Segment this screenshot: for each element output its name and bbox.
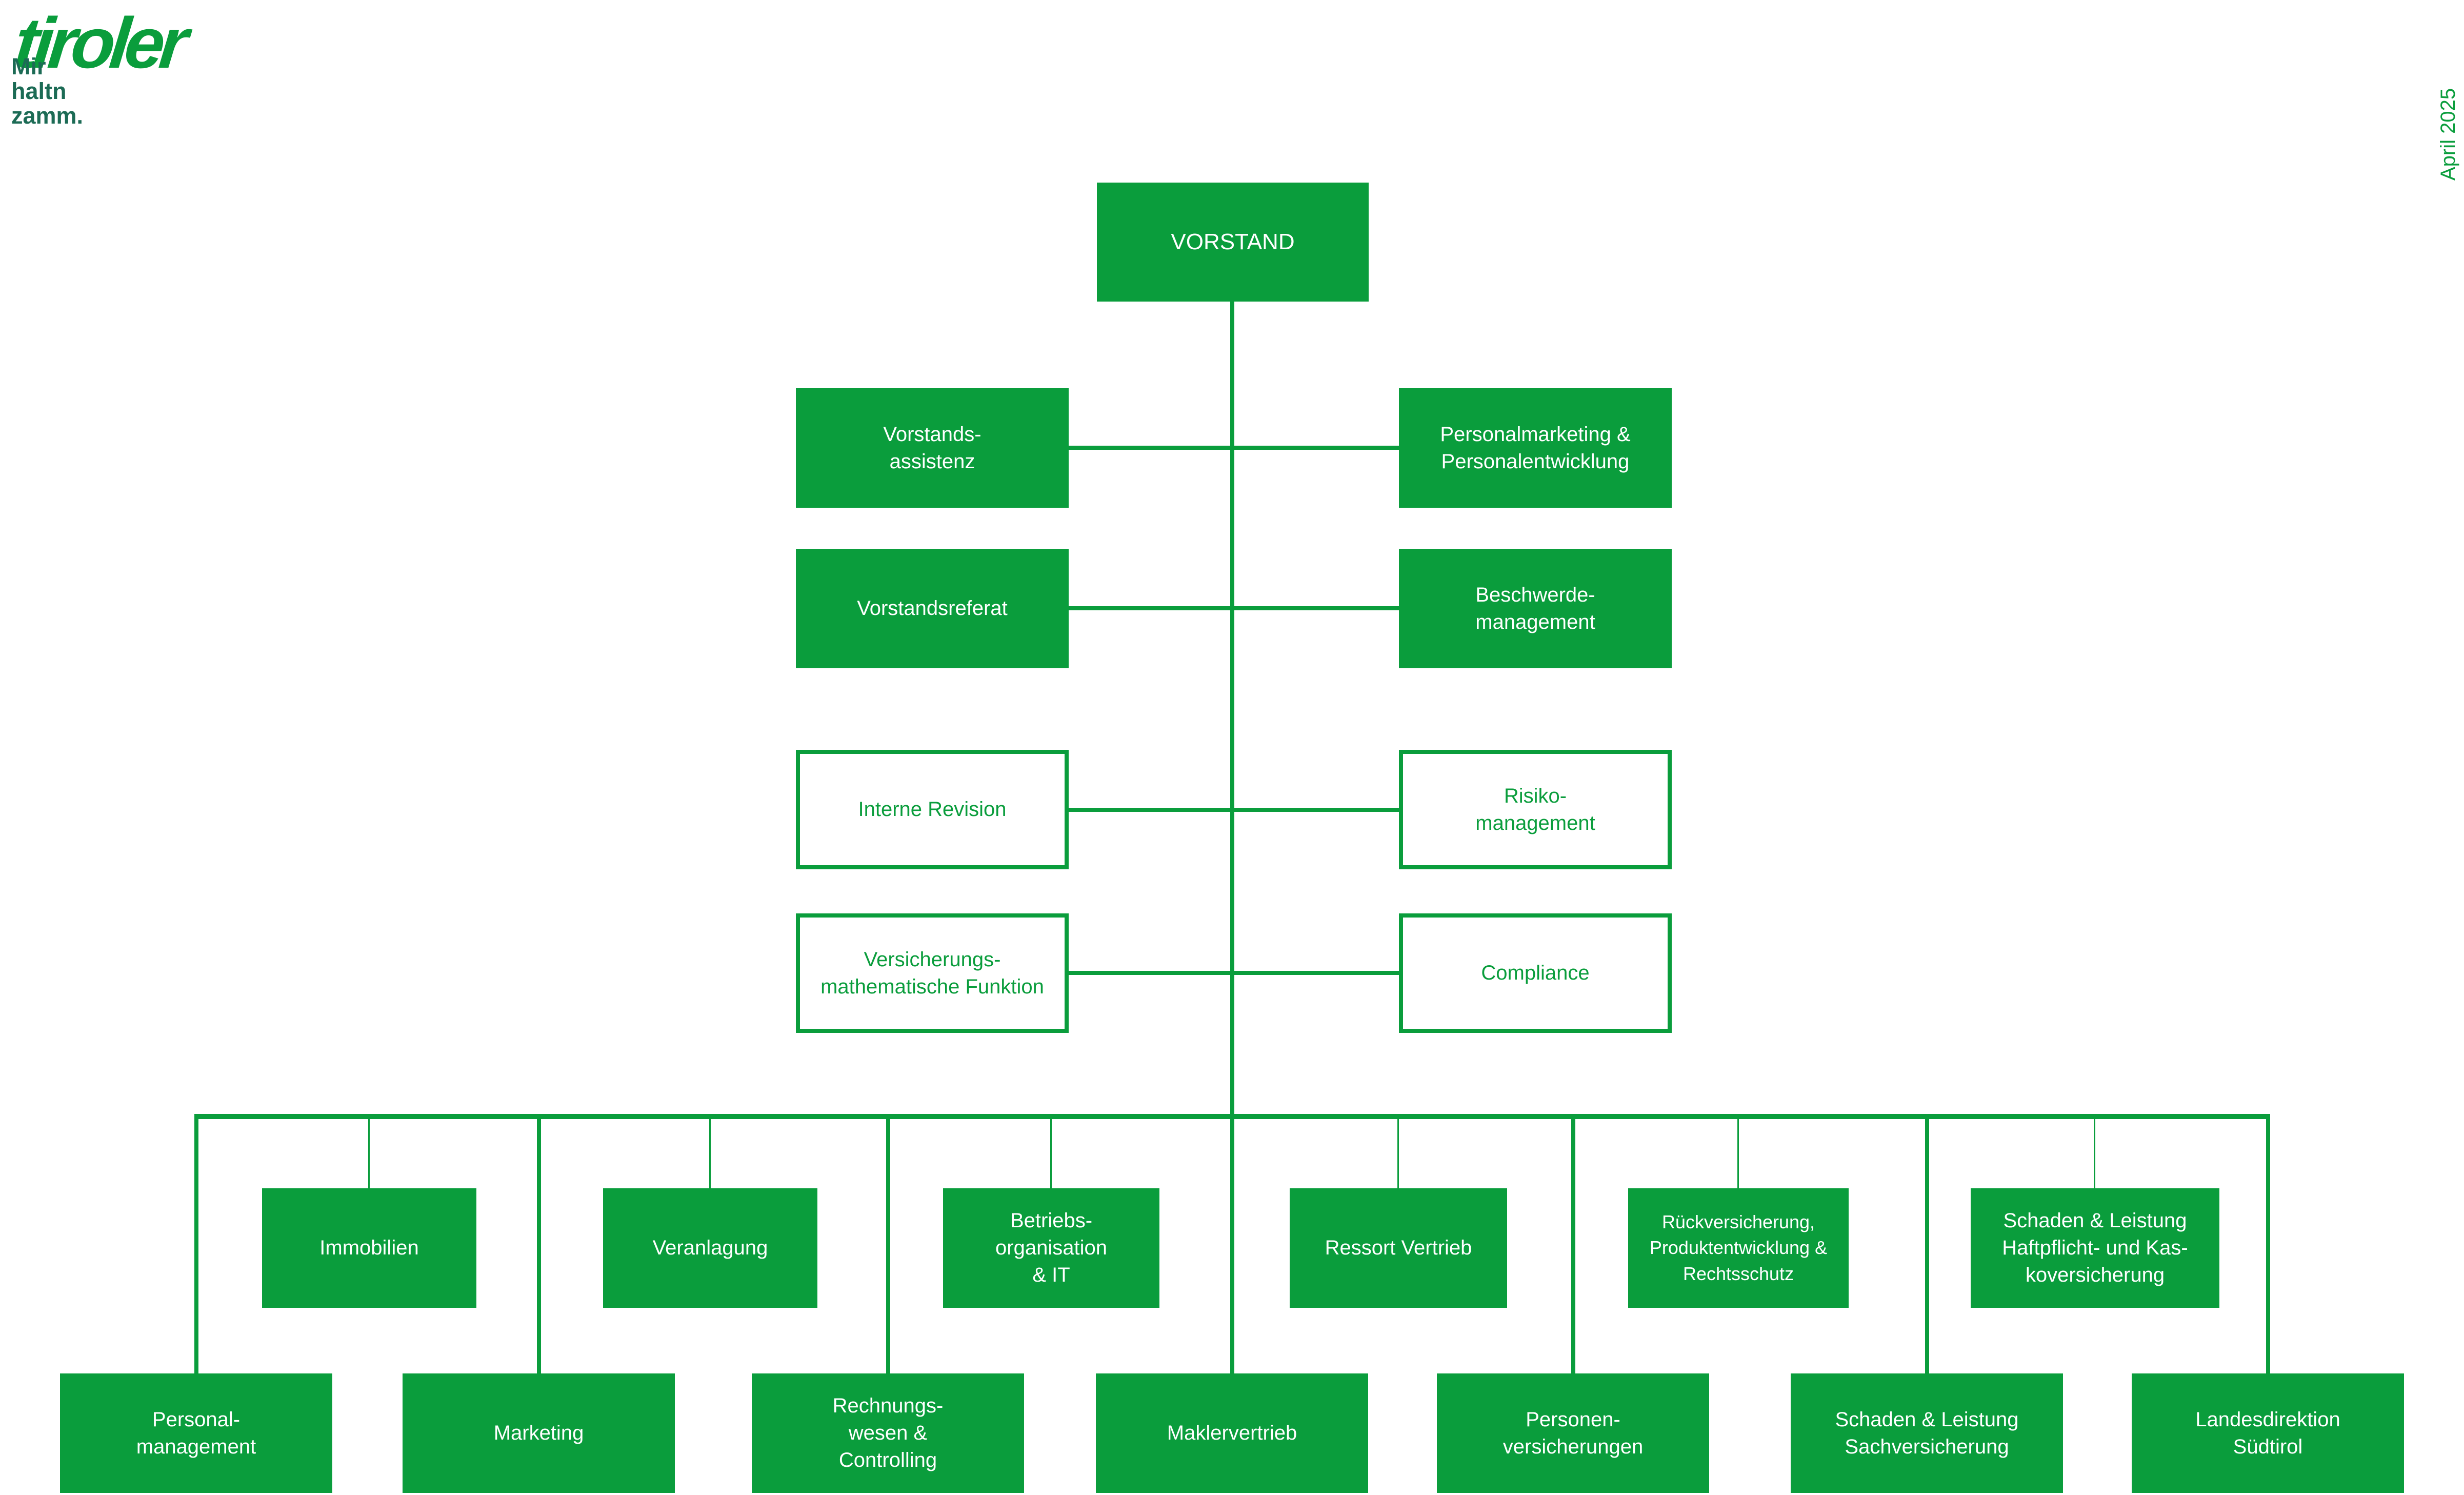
node-veranlagung: Veranlagung — [603, 1188, 817, 1308]
logo: tiroler — [11, 2, 263, 83]
date-label: April 2025 — [2437, 88, 2459, 181]
node-rechnungswesen-controlling: Rechnungs- wesen & Controlling — [752, 1373, 1024, 1493]
node-ressort-vertrieb: Ressort Vertrieb — [1290, 1188, 1507, 1308]
drop-line-thin — [1397, 1118, 1399, 1190]
node-immobilien: Immobilien — [262, 1188, 476, 1308]
node-beschwerdemanagement: Beschwerde- management — [1399, 549, 1672, 668]
node-personalmarketing-personalentwicklung: Personalmarketing & Personalentwicklung — [1399, 388, 1672, 508]
logo-tagline: Mir haltn zamm. — [11, 53, 84, 129]
node-versicherungsmathematische-funktion: Versicherungs- mathematische Funktion — [796, 913, 1069, 1033]
drop-line-thick — [1571, 1118, 1575, 1374]
node-interne-revision: Interne Revision — [796, 750, 1069, 869]
drop-line-thick — [1925, 1118, 1929, 1374]
drop-line-thick — [537, 1118, 541, 1374]
node-vorstandsreferat: Vorstandsreferat — [796, 549, 1069, 668]
node-personalmanagement: Personal- management — [60, 1373, 332, 1493]
connector-row-2 — [1067, 606, 1400, 610]
node-schaden-leistung-sachversicherung: Schaden & Leistung Sachversicherung — [1791, 1373, 2063, 1493]
drop-line-thin — [368, 1118, 370, 1190]
connector-row-4 — [1068, 971, 1400, 975]
drop-line-thin — [1737, 1118, 1739, 1190]
drop-line-thin — [709, 1118, 711, 1190]
drop-line-thick — [194, 1118, 198, 1374]
drop-line-thin — [1050, 1118, 1052, 1190]
node-rueckversicherung-produktentwicklung-rechtsschutz: Rückversicherung, Produktentwicklung & R… — [1628, 1188, 1849, 1308]
bottom-rail — [194, 1114, 2270, 1119]
tiroler-wordmark-text: tiroler — [11, 3, 195, 79]
node-schaden-leistung-haftpflicht-kasko: Schaden & Leistung Haftpflicht- und Kas-… — [1971, 1188, 2219, 1308]
connector-row-3 — [1068, 808, 1400, 812]
node-marketing: Marketing — [403, 1373, 675, 1493]
center-trunk-line — [1230, 302, 1234, 1117]
node-risikomanagement: Risiko- management — [1399, 750, 1672, 869]
node-vorstand: VORSTAND — [1097, 183, 1369, 302]
node-vorstandsassistenz: Vorstands- assistenz — [796, 388, 1069, 508]
connector-row-1 — [1067, 446, 1400, 450]
node-betriebsorganisation-it: Betriebs- organisation & IT — [943, 1188, 1159, 1308]
drop-line-thin — [2094, 1118, 2095, 1190]
tiroler-wordmark: tiroler — [11, 3, 195, 83]
node-landesdirektion-suedtirol: Landesdirektion Südtirol — [2132, 1373, 2404, 1493]
drop-line-thick — [886, 1118, 890, 1374]
node-maklervertrieb: Maklervertrieb — [1096, 1373, 1368, 1493]
node-personenversicherungen: Personen- versicherungen — [1437, 1373, 1709, 1493]
drop-line-thick — [2266, 1118, 2270, 1374]
drop-line-thick — [1230, 1118, 1234, 1374]
node-compliance: Compliance — [1399, 913, 1672, 1033]
